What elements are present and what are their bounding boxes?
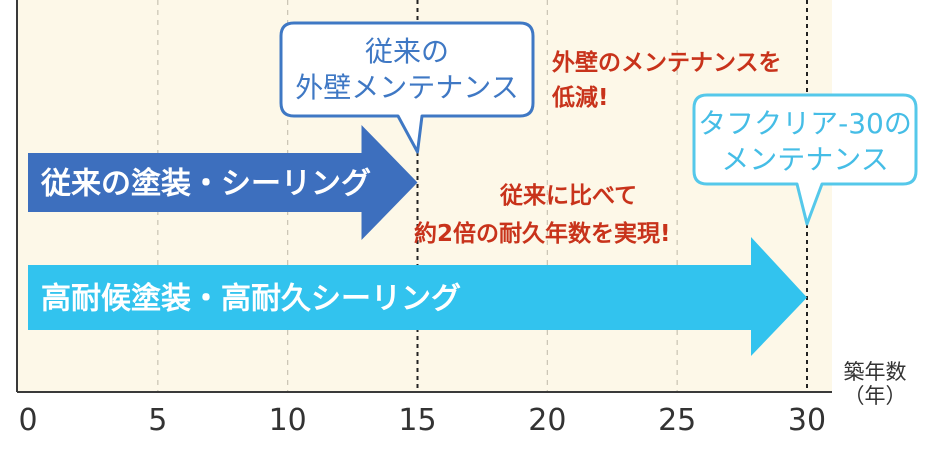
x-tick-label: 0 <box>18 403 37 438</box>
text-line: 約2倍の耐久年数を実現! <box>414 220 671 247</box>
text-line: 従来に比べて <box>499 182 637 209</box>
callout-text: タフクリア-30のメンテナンス <box>698 107 912 176</box>
text-line: 低減! <box>551 85 609 111</box>
text-line: 築年数 <box>844 360 907 384</box>
callout-box <box>279 21 535 154</box>
text-line: タフクリア-30の <box>698 107 912 140</box>
bar-label: 従来の塗装・シーリング <box>40 167 371 202</box>
text-line: 外壁のメンテナンスを <box>552 49 782 76</box>
x-tick-label: 15 <box>398 403 436 438</box>
x-tick-label: 25 <box>658 403 696 438</box>
annotation-text: 外壁のメンテナンスを低減! <box>551 49 782 111</box>
x-axis-title: 築年数（年） <box>844 360 907 408</box>
text-line: 従来の <box>365 35 449 68</box>
annotation-text: 従来に比べて約2倍の耐久年数を実現! <box>414 182 671 247</box>
text-line: （年） <box>844 384 907 408</box>
bar-arrow <box>28 125 418 240</box>
callout-text: 従来の外壁メンテナンス <box>295 35 518 104</box>
text-line: 外壁メンテナンス <box>295 71 518 104</box>
x-tick-label: 30 <box>788 403 826 438</box>
callout-box <box>692 93 918 226</box>
x-tick-label: 20 <box>528 403 566 438</box>
text-line: メンテナンス <box>721 143 888 176</box>
x-tick-label: 5 <box>148 403 167 438</box>
bar-label: 高耐候塗装・高耐久シーリング <box>41 282 461 317</box>
bar-arrow <box>28 237 807 356</box>
x-tick-label: 10 <box>269 403 307 438</box>
